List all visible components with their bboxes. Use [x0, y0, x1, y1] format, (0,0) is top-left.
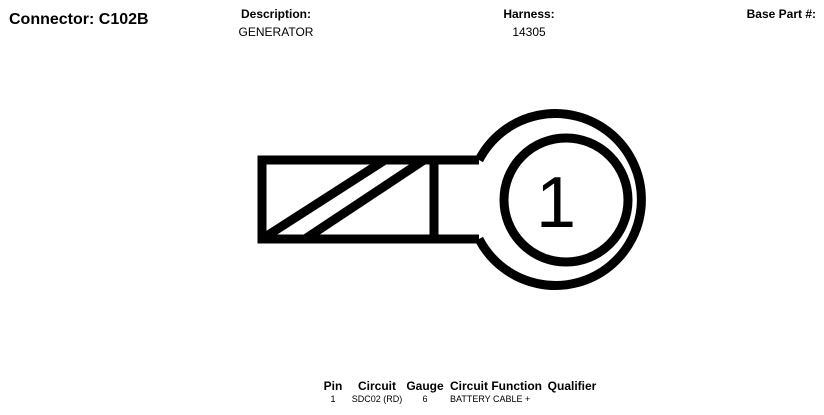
cell-gauge: 6 — [422, 394, 428, 404]
connector-title: Connector: C102B — [9, 11, 149, 28]
cell-circuit: SDC02 (RD) — [351, 394, 403, 404]
column-header-gauge: Gauge — [406, 379, 444, 393]
description-label: Description: — [240, 7, 311, 21]
pin-table: Pin Circuit Gauge Circuit Function Quali… — [316, 379, 598, 404]
harness-label: Harness: — [503, 7, 555, 21]
base-part-label: Base Part #: — [746, 7, 816, 21]
terminal-ring-outer — [475, 109, 646, 290]
terminal-barrel-outline — [257, 155, 479, 244]
description-value: GENERATOR — [238, 25, 314, 39]
column-header-qualifier: Qualifier — [547, 379, 597, 393]
terminal-pin-number: 1 — [536, 163, 576, 243]
column-header-pin: Pin — [323, 379, 343, 393]
table-row: 1 SDC02 (RD) 6 BATTERY CABLE + — [316, 394, 598, 404]
terminal-ring-inner — [499, 133, 633, 267]
cell-circuit-function: BATTERY CABLE + — [450, 394, 531, 404]
pin-table-header: Pin Circuit Gauge Circuit Function Quali… — [316, 379, 598, 394]
column-header-circuit: Circuit — [357, 379, 396, 393]
cell-pin: 1 — [330, 394, 336, 404]
cell-qualifier — [546, 394, 598, 404]
column-header-circuit-function: Circuit Function — [450, 379, 542, 393]
barrel-hatch-line-2 — [302, 156, 427, 243]
barrel-hatch-line-1 — [259, 156, 388, 243]
harness-value: 14305 — [512, 25, 546, 39]
